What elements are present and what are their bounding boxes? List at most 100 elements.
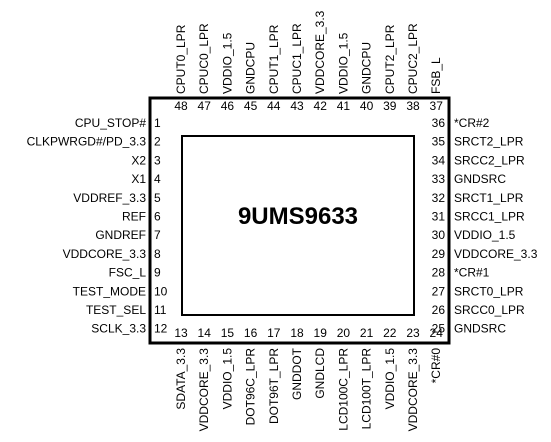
left-pin-name: CPU_STOP# xyxy=(75,116,146,130)
left-pin-number: 1 xyxy=(154,116,161,130)
right-pin-name: GNDSRC xyxy=(454,172,506,186)
left-pin-number: 2 xyxy=(154,135,161,149)
left-pin-name: GNDREF xyxy=(95,228,146,242)
left-pin-name: CLKPWRGD#/PD_3.3 xyxy=(27,135,147,149)
bottom-pin-name: DOT96C_LPR xyxy=(244,348,258,426)
top-pin-number: 44 xyxy=(267,99,281,113)
right-pin-number: 26 xyxy=(432,303,446,317)
right-pin-name: VDDCORE_3.3 xyxy=(454,247,538,261)
bottom-pin-number: 16 xyxy=(244,326,258,340)
right-pin-number: 27 xyxy=(432,284,446,298)
top-pin-number: 40 xyxy=(360,99,374,113)
left-pin-number: 3 xyxy=(154,153,161,167)
bottom-pin-number: 17 xyxy=(267,326,281,340)
right-pin-number: 33 xyxy=(432,172,446,186)
left-pin-number: 10 xyxy=(154,284,168,298)
top-pin-number: 47 xyxy=(198,99,212,113)
right-pin-name: SRCC1_LPR xyxy=(454,210,525,224)
right-pin-number: 29 xyxy=(432,247,446,261)
left-pin-name: VDDREF_3.3 xyxy=(73,191,146,205)
top-pin-name: CPUC1_LPR xyxy=(290,23,304,94)
right-pin-name: VDDIO_1.5 xyxy=(454,228,516,242)
left-pin-number: 6 xyxy=(154,210,161,224)
top-pin-group: 48 CPUT0_LPR 47 CPUC0_LPR 46 VDDIO_1.5 45 GNDCP… xyxy=(174,10,443,113)
left-pin-name: VDDCORE_3.3 xyxy=(63,247,147,261)
bottom-pin-name: LCD100C_LPR xyxy=(336,348,350,431)
right-pin-number: 34 xyxy=(432,153,446,167)
bottom-pin-number: 21 xyxy=(360,326,374,340)
right-pin-number: 30 xyxy=(432,228,446,242)
top-pin-number: 42 xyxy=(314,99,328,113)
part-number: 9UMS9633 xyxy=(238,203,358,230)
bottom-pin-name: DOT96T_LPR xyxy=(267,348,281,424)
top-pin-number: 38 xyxy=(406,99,420,113)
bottom-pin-number: 18 xyxy=(290,326,304,340)
bottom-pin-name: SDATA_3.3 xyxy=(174,348,188,410)
left-pin-number: 12 xyxy=(154,322,168,336)
left-pin-name: X1 xyxy=(131,172,146,186)
top-pin-number: 39 xyxy=(383,99,397,113)
top-pin-name: VDDCORE_3.3 xyxy=(313,10,327,94)
bottom-pin-number: 14 xyxy=(198,326,212,340)
bottom-pin-name: VDDCORE_3.3 xyxy=(406,348,420,432)
bottom-pin-number: 22 xyxy=(383,326,397,340)
bottom-pin-number: 23 xyxy=(406,326,420,340)
left-pin-name: X2 xyxy=(131,153,146,167)
top-pin-name: CPUT2_LPR xyxy=(383,24,397,94)
bottom-pin-number: 13 xyxy=(174,326,188,340)
right-pin-name: SRCC0_LPR xyxy=(454,303,525,317)
top-pin-name: GNDCPU xyxy=(360,42,374,94)
right-pin-number: 25 xyxy=(432,322,446,336)
bottom-pin-name: LCD100T_LPR xyxy=(360,348,374,430)
left-pin-name: FSC_L xyxy=(109,266,147,280)
die-outline xyxy=(181,135,415,316)
top-pin-name: CPUC0_LPR xyxy=(197,23,211,94)
right-pin-name: SRCT1_LPR xyxy=(454,191,524,205)
bottom-pin-name: *CR#0 xyxy=(429,348,443,384)
bottom-pin-number: 15 xyxy=(221,326,235,340)
bottom-pin-name: VDDIO_1.5 xyxy=(383,348,397,410)
bottom-pin-number: 19 xyxy=(314,326,328,340)
top-pin-number: 48 xyxy=(174,99,188,113)
top-pin-number: 37 xyxy=(430,99,444,113)
top-pin-name: VDDIO_1.5 xyxy=(336,32,350,94)
left-pin-number: 7 xyxy=(154,228,161,242)
right-pin-name: *CR#1 xyxy=(454,266,490,280)
left-pin-number: 5 xyxy=(154,191,161,205)
top-pin-name: GNDCPU xyxy=(244,42,258,94)
bottom-pin-number: 24 xyxy=(430,326,444,340)
bottom-pin-name: GNDLCD xyxy=(313,348,327,399)
left-pin-name: SCLK_3.3 xyxy=(91,322,146,336)
right-pin-number: 35 xyxy=(432,135,446,149)
left-pin-number: 11 xyxy=(154,303,167,317)
left-pin-name: REF xyxy=(122,210,146,224)
top-pin-number: 46 xyxy=(221,99,235,113)
left-pin-number: 9 xyxy=(154,266,161,280)
top-pin-name: VDDIO_1.5 xyxy=(220,32,234,94)
top-pin-name: CPUT1_LPR xyxy=(267,24,281,94)
right-pin-name: SRCC2_LPR xyxy=(454,153,525,167)
right-pin-number: 31 xyxy=(432,210,446,224)
right-pin-name: SRCT2_LPR xyxy=(454,135,524,149)
top-pin-number: 41 xyxy=(337,99,351,113)
bottom-pin-name: VDDIO_1.5 xyxy=(220,348,234,410)
right-pin-number: 28 xyxy=(432,266,446,280)
top-pin-name: CPUT0_LPR xyxy=(174,24,188,94)
right-pin-number: 32 xyxy=(432,191,446,205)
right-pin-name: SRCT0_LPR xyxy=(454,284,524,298)
top-pin-number: 43 xyxy=(290,99,304,113)
bottom-pin-number: 20 xyxy=(337,326,351,340)
bottom-pin-name: VDDCORE_3.3 xyxy=(197,348,211,432)
right-pin-name: *CR#2 xyxy=(454,116,490,130)
left-pin-number: 8 xyxy=(154,247,161,261)
left-pin-name: TEST_SEL xyxy=(86,303,146,317)
top-pin-number: 45 xyxy=(244,99,258,113)
bottom-pin-name: GNDDOT xyxy=(290,347,304,400)
left-pin-name: TEST_MODE xyxy=(73,284,146,298)
top-pin-name: FSB_L xyxy=(429,57,443,94)
right-pin-name: GNDSRC xyxy=(454,322,506,336)
